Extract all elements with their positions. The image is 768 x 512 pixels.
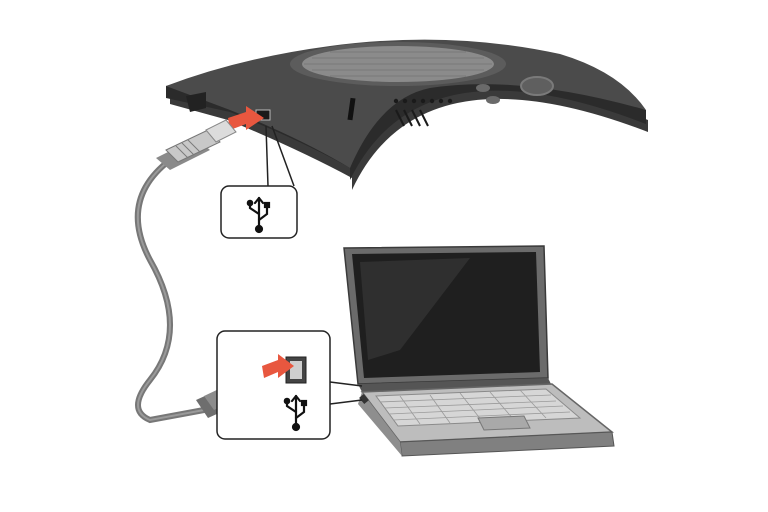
speaker-port-callout: [220, 125, 298, 239]
laptop-port-callout-box: [216, 330, 331, 440]
laptop-hinge: [358, 378, 552, 392]
led-indicators: [393, 98, 453, 104]
laptop-touchpad: [477, 415, 531, 431]
laptop-base-side: [358, 392, 402, 456]
grille-pattern: [304, 51, 492, 77]
speaker-clip: [186, 92, 206, 112]
laptop-base-front: [399, 431, 615, 457]
volume-up-button: [476, 84, 490, 92]
laptop-keyboard: [375, 388, 582, 427]
speaker-vents: [395, 109, 429, 127]
laptop-port-callout: [216, 330, 363, 440]
usb-icon: [283, 394, 308, 432]
speaker-top: [166, 39, 646, 168]
conference-speaker: [166, 39, 648, 190]
laptop-usb-port: [359, 394, 369, 404]
laptop-insert-arrow: [262, 354, 294, 378]
screen-glare: [360, 258, 470, 360]
speaker-mic-slot: [347, 97, 356, 121]
speaker-insert-arrow: [228, 106, 264, 130]
speaker-mute-button: [520, 76, 554, 96]
usb-cable-highlight: [136, 159, 205, 422]
usb-cable: [134, 157, 207, 424]
keyboard-keys: [379, 389, 571, 425]
mini-usb-plug: [156, 119, 237, 170]
volume-down-button: [486, 96, 500, 104]
usb-icon: [246, 196, 271, 234]
laptop: [343, 245, 615, 457]
